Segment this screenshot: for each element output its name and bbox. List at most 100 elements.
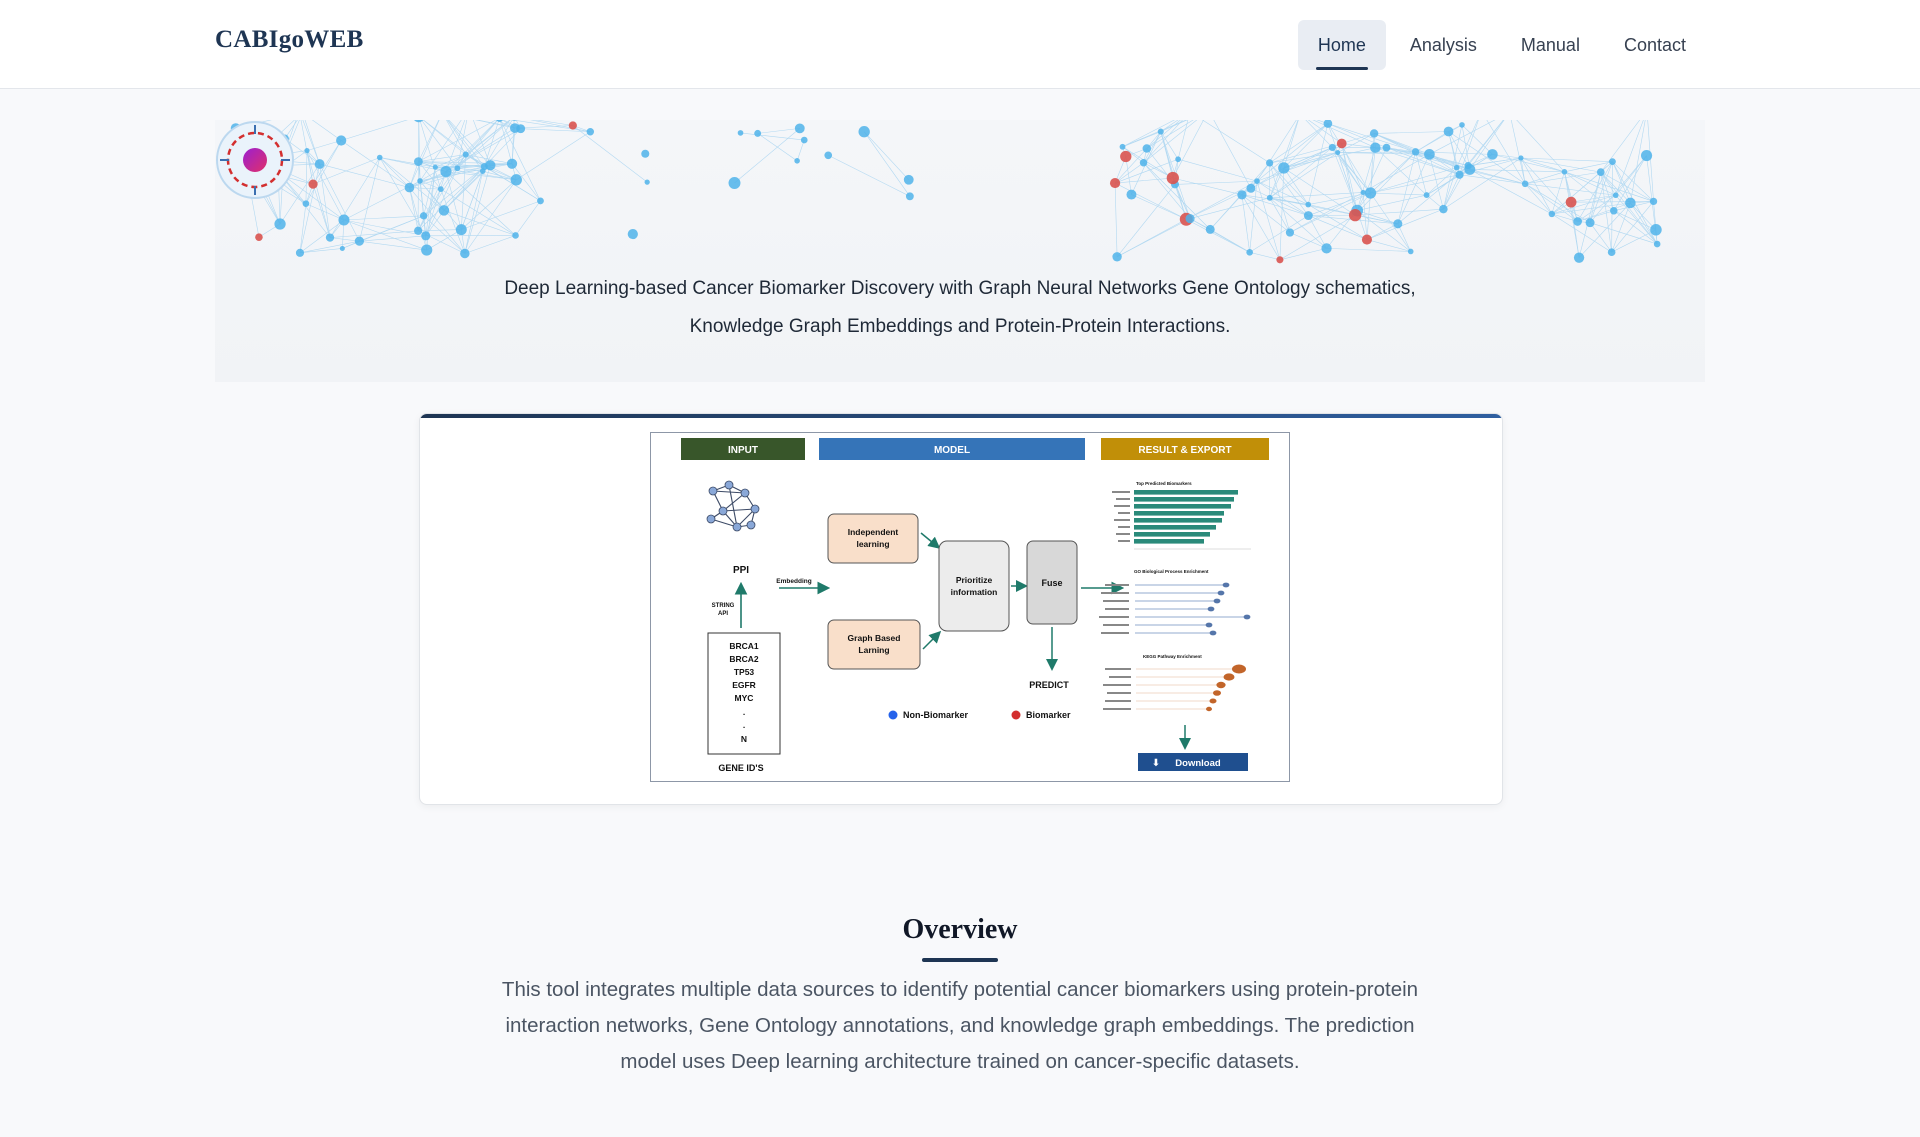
gene-id-box xyxy=(707,632,781,755)
network-node xyxy=(354,236,364,246)
nav-home[interactable]: Home xyxy=(1297,20,1386,70)
network-node xyxy=(1411,148,1420,156)
network-node xyxy=(1360,189,1366,195)
network-node xyxy=(1237,190,1247,200)
network-node xyxy=(641,149,650,158)
legend-non-biomarker: Non-Biomarker xyxy=(903,710,969,720)
go-lollipop-chart xyxy=(1135,584,1247,634)
network-node xyxy=(1453,164,1460,171)
brand-logo-text[interactable]: CABIgoWEB xyxy=(215,26,364,53)
network-node xyxy=(1205,224,1215,234)
biomarker-bar-chart xyxy=(1134,490,1238,544)
header-model-box xyxy=(819,438,1085,460)
network-node xyxy=(1487,149,1498,160)
network-node xyxy=(510,174,522,186)
gene-item: MYC xyxy=(735,693,754,703)
network-node xyxy=(511,120,517,121)
network-node xyxy=(404,182,415,193)
gene-item: EGFR xyxy=(732,680,756,690)
network-node xyxy=(485,160,496,171)
network-node xyxy=(1653,240,1661,248)
network-node xyxy=(414,120,424,123)
network-node xyxy=(437,186,444,193)
network-node xyxy=(1370,142,1381,153)
nav-manual[interactable]: Manual xyxy=(1520,34,1580,55)
network-node xyxy=(302,200,310,207)
workflow-figure-card: INPUT MODEL RESULT & EXPORT PPI STRING xyxy=(419,413,1503,805)
network-node xyxy=(1565,196,1577,208)
main-nav: Home Analysis Manual Contact xyxy=(1297,20,1706,70)
network-node xyxy=(1119,143,1126,150)
network-node xyxy=(460,248,470,259)
header-input-box xyxy=(681,438,805,460)
network-node xyxy=(794,123,805,134)
network-node xyxy=(1439,204,1448,214)
overview-paragraph: This tool integrates multiple data sourc… xyxy=(501,978,1419,1073)
network-background-graphic xyxy=(230,120,1662,264)
network-node xyxy=(1266,194,1273,201)
nav-analysis[interactable]: Analysis xyxy=(1409,34,1477,55)
network-node xyxy=(586,128,595,136)
network-node xyxy=(754,129,762,137)
panel-top-biomarkers-title: Top Predicted Biomarkers xyxy=(1136,481,1192,486)
network-node xyxy=(824,151,833,160)
network-node xyxy=(1246,248,1254,256)
network-node xyxy=(1254,178,1260,184)
network-node xyxy=(417,178,423,184)
network-node xyxy=(438,205,450,216)
network-node xyxy=(274,218,286,230)
string-api-label-1: STRING xyxy=(712,603,735,609)
network-node xyxy=(421,244,433,256)
network-node xyxy=(308,179,318,189)
network-node xyxy=(903,174,914,185)
network-node xyxy=(1561,169,1568,175)
tagline-line-2: Knowledge Graph Embeddings and Protein-P… xyxy=(689,316,1231,337)
network-node xyxy=(1109,177,1121,189)
network-node xyxy=(325,233,335,242)
independent-learning-box xyxy=(827,513,919,564)
tagline-line-1: Deep Learning-based Cancer Biomarker Dis… xyxy=(504,278,1416,299)
fuse-box xyxy=(1026,540,1078,625)
hero-banner: Deep Learning-based Cancer Biomarker Dis… xyxy=(215,120,1705,382)
network-node xyxy=(800,136,808,144)
network-node xyxy=(1157,128,1164,135)
download-button[interactable] xyxy=(1138,753,1248,771)
gene-item: N xyxy=(741,734,747,744)
header-input-text: INPUT xyxy=(728,445,758,456)
network-node xyxy=(462,151,469,158)
top-navbar: CABIgoWEB Home Analysis Manual Contact xyxy=(0,0,1920,89)
nav-contact[interactable]: Contact xyxy=(1623,34,1686,55)
network-node xyxy=(1185,214,1195,224)
network-node xyxy=(1303,211,1313,221)
overview-underline xyxy=(922,958,998,962)
network-node xyxy=(1609,158,1616,166)
embedding-label: Embedding xyxy=(776,578,811,585)
network-node xyxy=(1573,217,1582,226)
graph-learning-box xyxy=(827,619,921,670)
panel-go-title: GO Biological Process Enrichment xyxy=(1134,569,1209,574)
network-node xyxy=(1464,164,1476,175)
network-node xyxy=(1361,234,1372,245)
gene-item: . xyxy=(743,720,745,730)
network-node xyxy=(737,130,744,136)
prioritize-label-2: information xyxy=(951,587,998,597)
network-node xyxy=(1596,168,1605,176)
network-node xyxy=(1126,189,1137,200)
download-button-label: Download xyxy=(1175,758,1221,769)
target-logo-icon xyxy=(216,121,294,199)
network-node xyxy=(440,166,452,178)
network-node xyxy=(1112,252,1122,262)
network-node xyxy=(1246,183,1256,193)
fuse-label: Fuse xyxy=(1041,578,1062,588)
network-node xyxy=(858,126,870,138)
independent-label-2: learning xyxy=(856,539,889,549)
network-node xyxy=(1142,144,1152,153)
workflow-diagram: INPUT MODEL RESULT & EXPORT PPI STRING xyxy=(650,432,1290,782)
network-node xyxy=(644,179,650,185)
network-node xyxy=(506,158,518,169)
legend-biomarker: Biomarker xyxy=(1026,710,1071,720)
network-node xyxy=(1323,120,1333,128)
network-node xyxy=(1573,252,1585,263)
network-node xyxy=(1305,201,1312,208)
prioritize-label-1: Prioritize xyxy=(956,575,993,585)
